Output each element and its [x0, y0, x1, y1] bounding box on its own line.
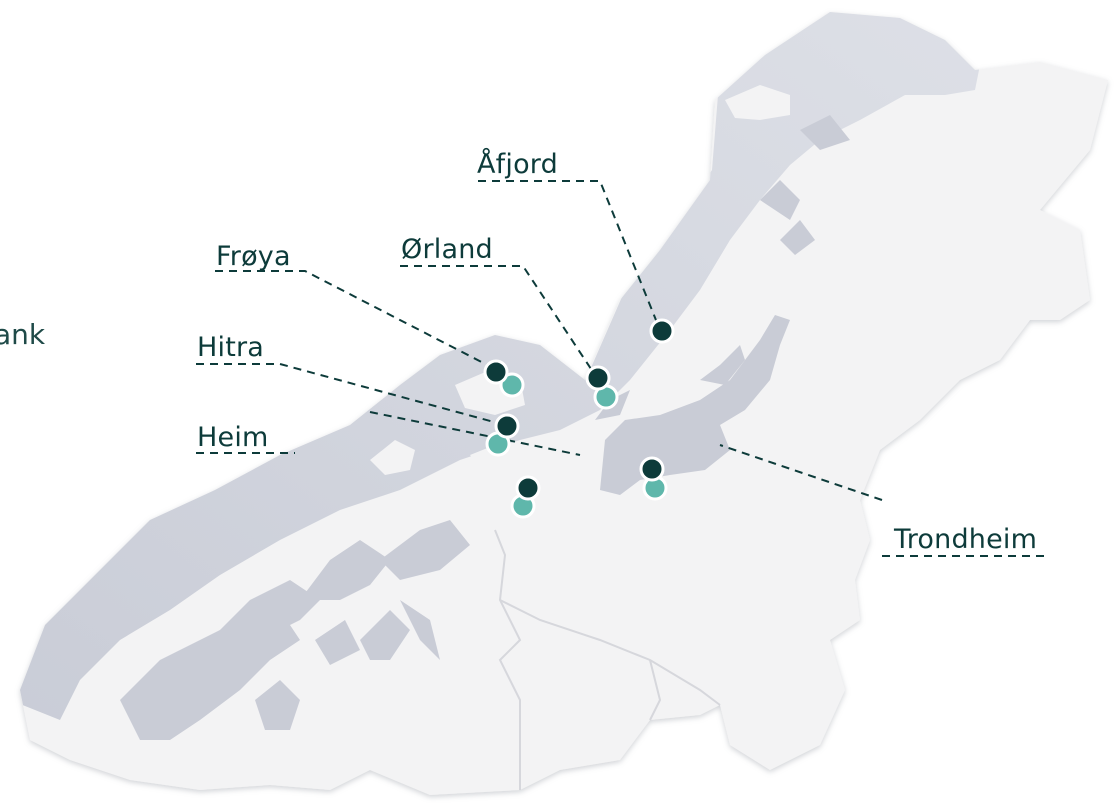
label-orland[interactable]: Ørland [401, 234, 493, 265]
label-afjord[interactable]: Åfjord [477, 148, 558, 180]
pin-trondheim[interactable] [639, 456, 668, 501]
leader-froya [215, 270, 498, 371]
municipal-borders [494, 529, 721, 790]
label-hitra[interactable]: Hitra [197, 332, 264, 363]
place-labels: Åfjord Frøya Ørland Hitra Heim Trondheim [197, 148, 1037, 555]
location-pins [483, 318, 675, 519]
leader-orland [400, 265, 598, 379]
leader-afjord [478, 180, 661, 331]
leader-lines [196, 180, 1045, 557]
cropped-edge-text: ank [0, 318, 46, 351]
pin-afjord[interactable] [649, 318, 675, 344]
pin-froya[interactable] [483, 359, 525, 398]
leader-heim-inner [369, 411, 581, 456]
leader-hitra [196, 363, 506, 426]
pin-orland[interactable] [585, 365, 619, 410]
fjords [120, 115, 850, 740]
label-trondheim[interactable]: Trondheim [893, 524, 1037, 555]
islands [70, 85, 790, 710]
leader-trondheim [719, 444, 1045, 557]
pin-heim[interactable] [510, 475, 541, 519]
label-heim[interactable]: Heim [197, 422, 269, 453]
pin-hitra[interactable] [485, 413, 520, 457]
label-froya[interactable]: Frøya [216, 241, 291, 272]
